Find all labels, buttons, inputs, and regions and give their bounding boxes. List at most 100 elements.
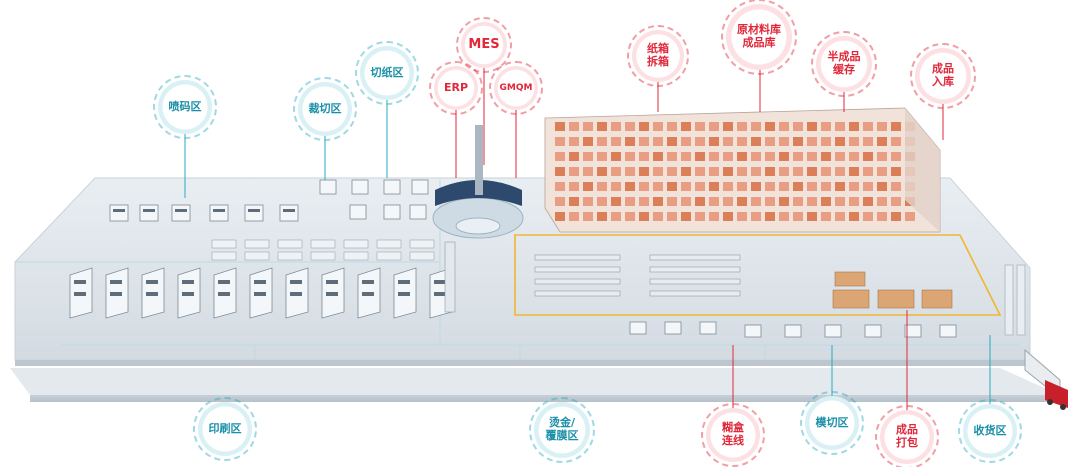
rack-cell <box>849 152 859 161</box>
pallet <box>244 251 270 261</box>
cutter-machine <box>409 204 427 220</box>
rack-cell <box>821 152 831 161</box>
semi-finished-buffer-badge: 半成品 缓存 <box>811 31 877 97</box>
high-bay-racks <box>544 107 941 233</box>
rack-cell <box>821 182 831 191</box>
receiving-zone-badge: 收货区 <box>958 399 1022 463</box>
raw-finished-warehouse-badge: 原材料库 成品库 <box>721 0 797 75</box>
rack-cell <box>807 152 817 161</box>
glue-line <box>534 278 621 285</box>
mes-badge: MES <box>456 17 512 73</box>
rack-cell <box>695 122 705 131</box>
rack-cell <box>891 167 901 176</box>
rack-cell <box>639 212 649 221</box>
inkjet-machine <box>279 204 299 222</box>
rack-cell <box>709 122 719 131</box>
rack-cell <box>905 212 915 221</box>
rack-cell <box>765 197 775 206</box>
inkjet-machine <box>139 204 159 222</box>
glue-line <box>649 278 741 285</box>
rack-cell <box>751 212 761 221</box>
factory-floor-edge <box>15 360 1030 366</box>
rack-cell <box>667 182 677 191</box>
rack-cell <box>681 167 691 176</box>
finished-pack-badge: 成品 打包 <box>875 405 939 467</box>
die-cut-machine <box>699 321 717 335</box>
pallet <box>277 251 303 261</box>
pallet-grid <box>211 239 435 261</box>
paper-cut-zone-badge: 切纸区 <box>355 41 419 105</box>
rack-cell <box>849 212 859 221</box>
conveyor <box>444 241 456 313</box>
rack-cell <box>639 197 649 206</box>
cutter-machine <box>319 179 337 195</box>
rack-cell <box>863 212 873 221</box>
rack-cell <box>569 182 579 191</box>
rack-cell <box>891 152 901 161</box>
glue-line <box>649 290 741 297</box>
pallet <box>277 239 303 249</box>
rack-cell <box>681 197 691 206</box>
print-zone-badge: 印刷区 <box>193 397 257 461</box>
die-cut-machine <box>744 324 762 338</box>
rack-cell <box>569 212 579 221</box>
rack-cell <box>835 212 845 221</box>
rack-cell <box>569 197 579 206</box>
rack-cell <box>639 182 649 191</box>
die-cut-zone-badge: 模切区 <box>800 391 864 455</box>
cutter-machine <box>411 179 429 195</box>
rack-cell <box>597 197 607 206</box>
inkjet-machine <box>171 204 191 222</box>
pallet <box>211 239 237 249</box>
rack-cell <box>723 152 733 161</box>
pallet <box>343 251 369 261</box>
rack-cell <box>751 137 761 146</box>
rack-cell <box>583 152 593 161</box>
inkjet-machine <box>109 204 129 222</box>
rack-cell <box>583 167 593 176</box>
rack-cell <box>681 152 691 161</box>
rack-cell <box>695 137 705 146</box>
rack-cell <box>625 137 635 146</box>
rack-cell <box>653 122 663 131</box>
rack-cell <box>793 167 803 176</box>
rack-cell <box>891 212 901 221</box>
glue-line <box>534 254 621 261</box>
rack-cell <box>737 122 747 131</box>
rack-cell <box>807 182 817 191</box>
rack-cell <box>765 167 775 176</box>
rack-cell <box>765 122 775 131</box>
rack-cell <box>555 197 565 206</box>
rack-cell <box>625 197 635 206</box>
rack-cell <box>639 137 649 146</box>
carton-unpack-badge: 纸箱 拆箱 <box>627 25 689 87</box>
rack-cell <box>709 212 719 221</box>
inkjet-machines <box>109 179 429 222</box>
rack-cell <box>597 167 607 176</box>
rack-cell <box>653 212 663 221</box>
rack-cell <box>555 212 565 221</box>
rack-cell <box>891 197 901 206</box>
rack-cell <box>765 212 775 221</box>
rack-cell <box>569 152 579 161</box>
rack-cell <box>597 152 607 161</box>
rack-cell <box>667 167 677 176</box>
finished-goods-stacks <box>832 271 953 309</box>
rack-cell <box>737 167 747 176</box>
rack-cell <box>583 197 593 206</box>
rack-cell <box>877 122 887 131</box>
pallet <box>343 239 369 249</box>
rack-cell <box>611 197 621 206</box>
rack-cell <box>569 122 579 131</box>
pallet <box>409 239 435 249</box>
rack-cell <box>877 197 887 206</box>
processing-stations <box>444 241 957 338</box>
rack-cell <box>891 137 901 146</box>
control-hub <box>432 125 524 239</box>
rack-cell <box>695 182 705 191</box>
rack-cell <box>863 122 873 131</box>
rack-cell <box>681 212 691 221</box>
rack-cell <box>625 182 635 191</box>
rack-cell <box>737 197 747 206</box>
rack-cell <box>667 197 677 206</box>
